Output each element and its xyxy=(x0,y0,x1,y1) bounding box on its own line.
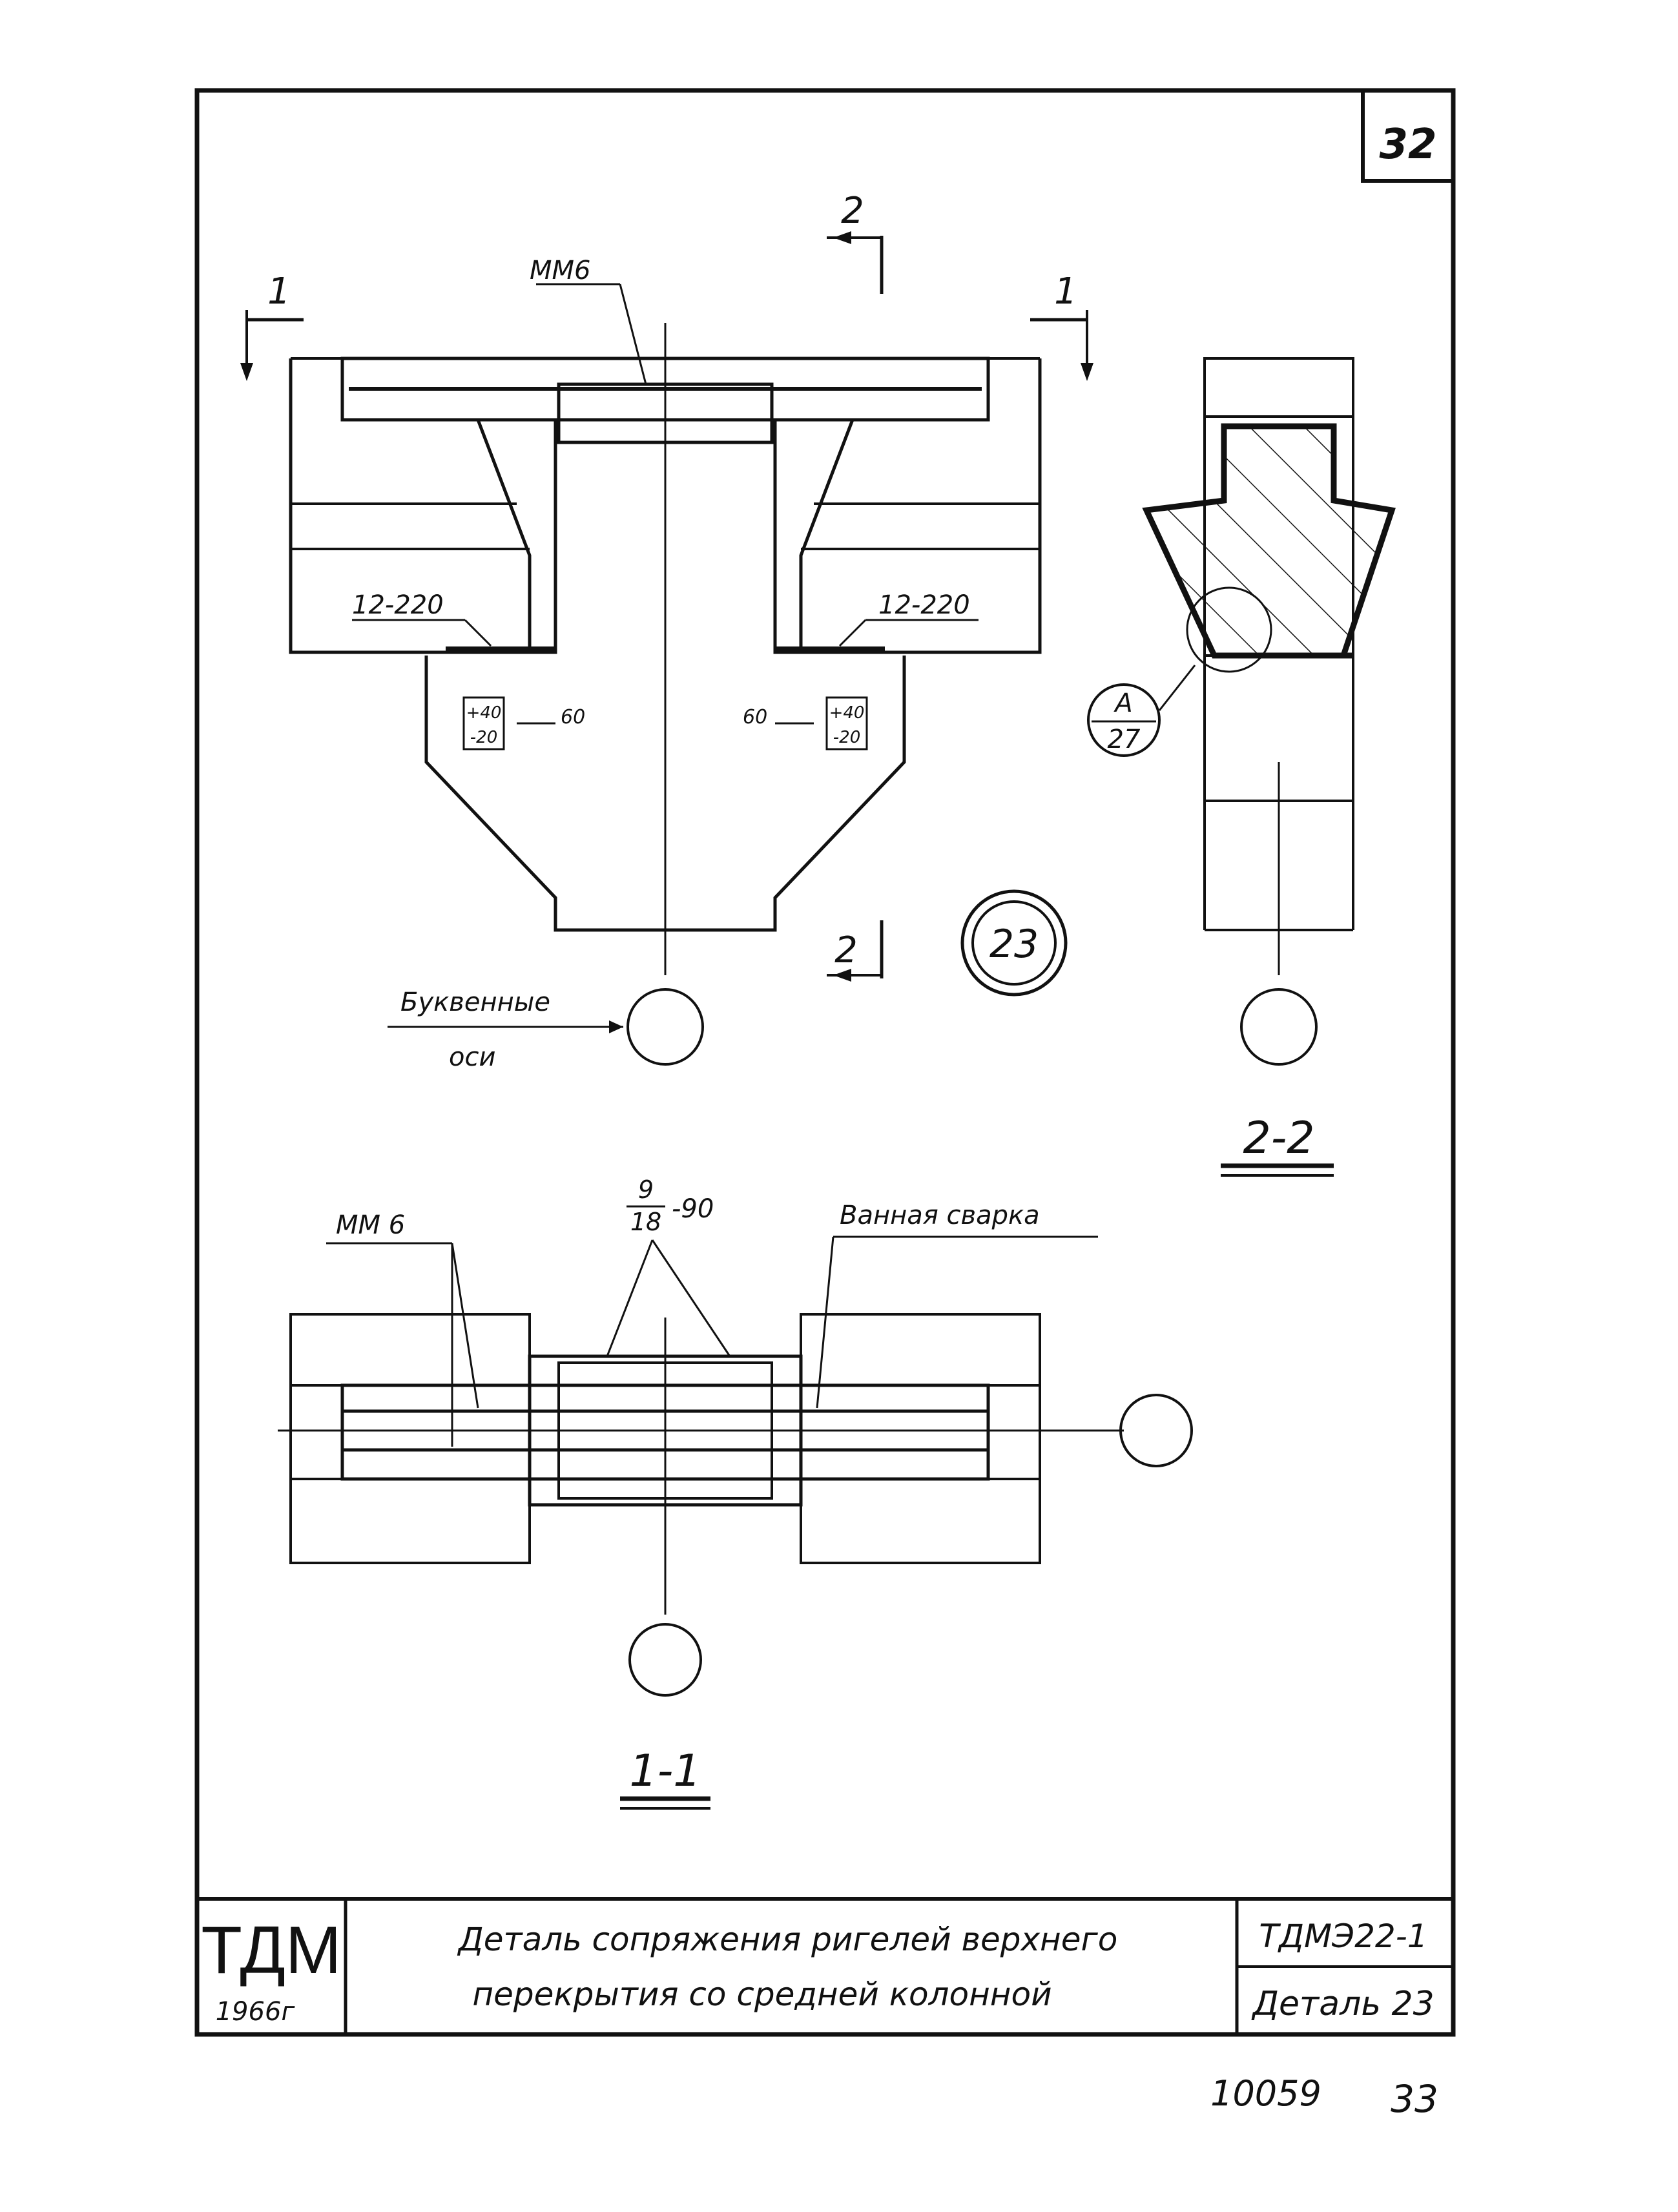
callout-ring xyxy=(1186,586,1272,673)
section-1-1-view: ММ 6 9 18 -90 Ванная сварка 1-1 xyxy=(278,1175,1193,1810)
title-block xyxy=(197,1897,1453,2034)
title-line2: перекрытия со средней колонной xyxy=(472,1976,1051,2013)
tol-left-minus: -20 xyxy=(470,728,497,747)
label-rebar-left: 12-220 xyxy=(352,590,444,620)
title-org: ТДМ xyxy=(201,1913,341,1988)
section-mark-1-left: 1 xyxy=(240,271,304,381)
tol-right-plus: +40 xyxy=(829,703,865,723)
title-detail: Деталь 23 xyxy=(1251,1985,1434,2023)
view-title-2-2: 2-2 xyxy=(1243,1113,1314,1164)
view-title-1-1: 1-1 xyxy=(629,1746,701,1797)
section-2-2-view: A 27 2-2 xyxy=(1087,357,1396,1177)
label-axes-line2: оси xyxy=(449,1042,495,1072)
label-bath-weld: Ванная сварка xyxy=(840,1201,1040,1230)
label-rebar-right: 12-220 xyxy=(878,590,970,620)
callout-sheet: 27 xyxy=(1108,725,1141,754)
label-mm6-plan: ММ 6 xyxy=(336,1210,405,1240)
label-frac-tail: -90 xyxy=(672,1194,714,1224)
callout-bubble xyxy=(1087,683,1161,757)
section-mark-1-right: 1 xyxy=(1030,271,1093,381)
tol-right-minus: -20 xyxy=(833,728,860,747)
section-mark-2-bottom: 2 xyxy=(827,920,884,982)
axis-bubble-plan-right xyxy=(1119,1394,1193,1467)
label-frac-num: 9 xyxy=(638,1175,654,1204)
callout-letter: A xyxy=(1113,688,1132,718)
label-axes-line1: Буквенные xyxy=(400,987,550,1017)
dim-left: 60 xyxy=(561,706,585,729)
sheet-frame xyxy=(194,88,1456,2037)
label-frac-den: 18 xyxy=(630,1208,661,1236)
title-code: ТДМЭ22-1 xyxy=(1259,1917,1427,1955)
footer-doc-number: 10059 xyxy=(1210,2073,1321,2114)
detail-badge-text: 23 xyxy=(989,922,1039,967)
detail-badge-inner xyxy=(971,900,1057,986)
title-year: 1966г xyxy=(216,1997,296,2027)
title-line1: Деталь сопряжения ригелей верхнего xyxy=(457,1921,1118,1958)
sheet-number: 32 xyxy=(1379,121,1436,169)
dim-right: 60 xyxy=(743,706,767,729)
tol-left-plus: +40 xyxy=(466,703,502,723)
sheet-number-box xyxy=(1361,88,1455,183)
axis-bubble-elevation xyxy=(627,988,704,1066)
elevation-view: ММ6 12-220 12-220 +40 -20 +40 -20 60 60 … xyxy=(240,190,1093,1072)
detail-badge-outer xyxy=(960,889,1068,997)
svg-text:1: 1 xyxy=(1054,271,1077,313)
label-mm6-top: ММ6 xyxy=(530,256,590,285)
svg-text:2: 2 xyxy=(841,190,864,232)
axis-bubble-plan-bottom xyxy=(628,1623,702,1697)
svg-text:1: 1 xyxy=(267,271,291,313)
axis-bubble-section-2-2 xyxy=(1240,988,1318,1066)
section-mark-2-top: 2 xyxy=(827,190,884,294)
footer-page: 33 xyxy=(1391,2077,1438,2121)
svg-text:2: 2 xyxy=(834,929,858,971)
